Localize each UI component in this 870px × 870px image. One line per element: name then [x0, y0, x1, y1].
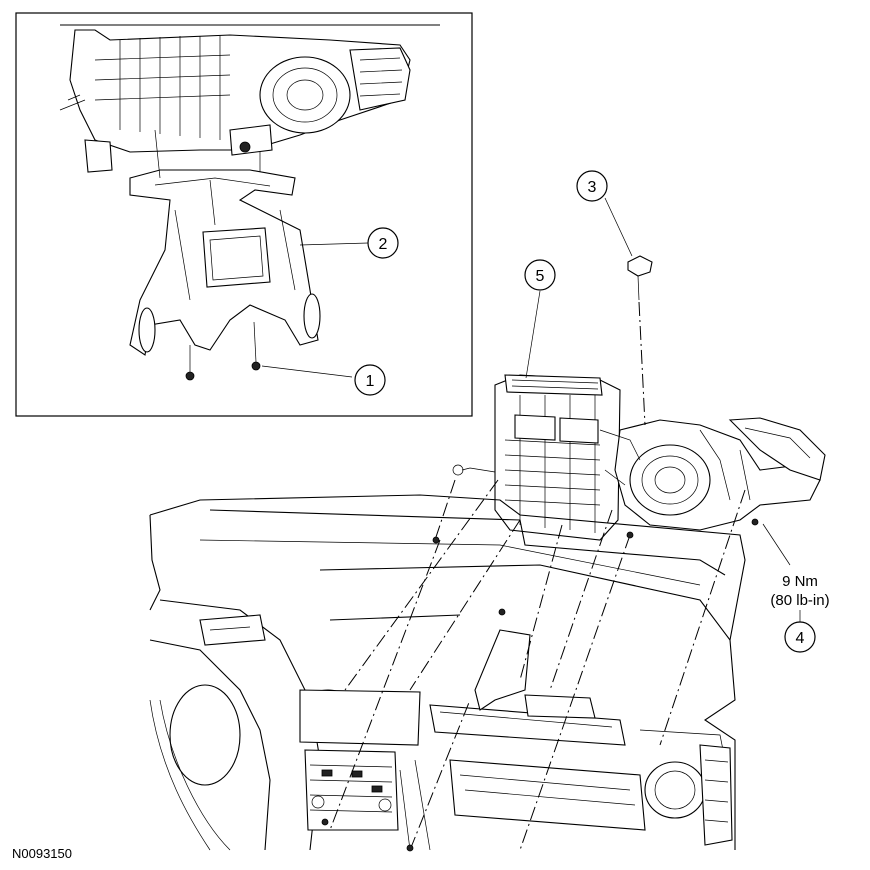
callout-1-label: 1 — [366, 373, 375, 390]
callout-5-label: 5 — [536, 268, 545, 285]
alignment-lines — [321, 479, 759, 852]
callout-4-label: 4 — [796, 630, 805, 647]
screw-item-3 — [627, 255, 653, 426]
heater-evaporator-housing — [452, 374, 621, 541]
inset-detail-view — [15, 12, 473, 417]
torque-value: 9 Nm — [782, 573, 818, 590]
instrument-panel — [149, 494, 746, 851]
figure-id: N0093150 — [12, 846, 72, 861]
callout-1: 1 — [354, 364, 386, 396]
callout-2: 2 — [367, 227, 399, 259]
callout-3: 3 — [576, 170, 608, 202]
callout-5: 5 — [524, 259, 556, 291]
callout-leaders — [261, 197, 801, 622]
torque-spec: 9 Nm (80 lb-in) — [770, 573, 829, 609]
callout-2-label: 2 — [379, 236, 388, 253]
callout-3-label: 3 — [588, 179, 597, 196]
callout-4: 4 — [784, 621, 816, 653]
torque-alt-value: (80 lb-in) — [770, 592, 829, 609]
blower-motor-housing — [599, 417, 826, 531]
